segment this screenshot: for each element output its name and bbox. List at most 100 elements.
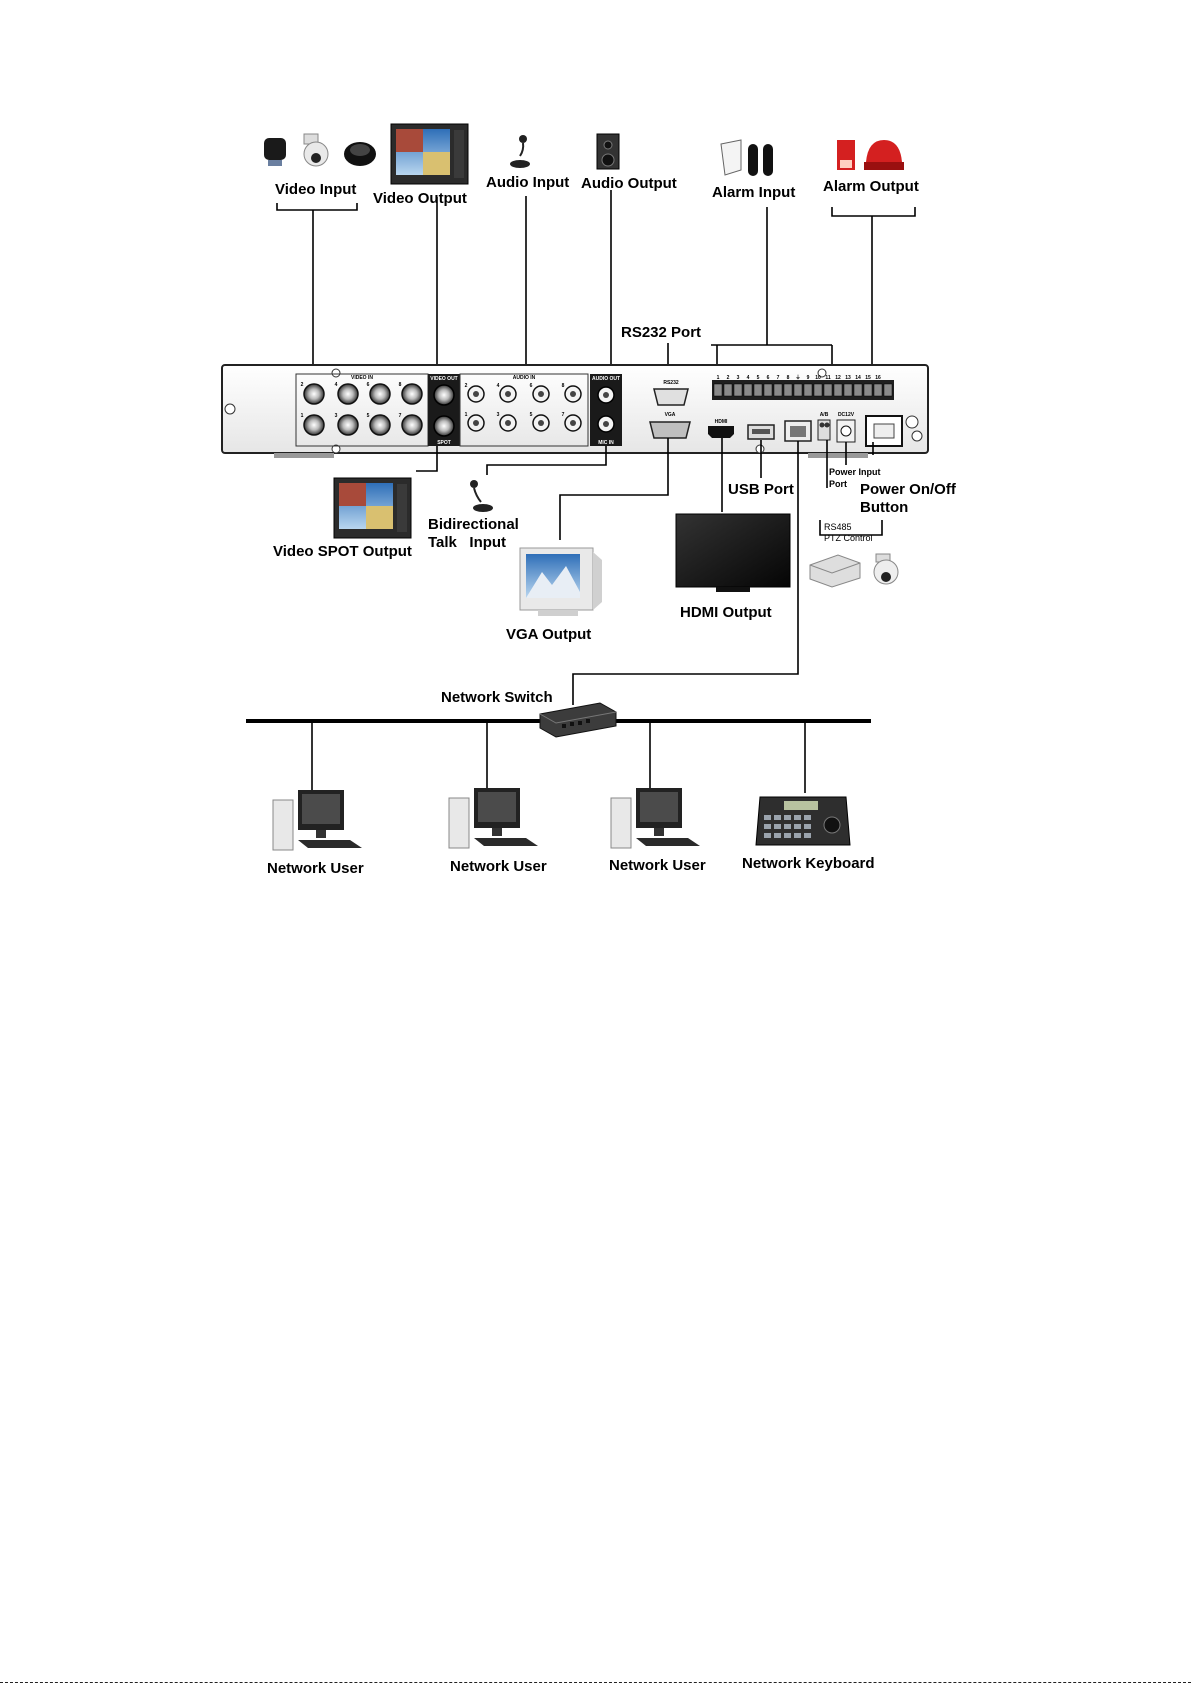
- box-camera-icon: [264, 138, 286, 166]
- panel-video-in: VIDEO IN: [351, 375, 373, 381]
- video-out-bnc-ports: [433, 384, 455, 437]
- ptz-keyboard-icon: [755, 796, 851, 846]
- label-video-input: Video Input: [275, 181, 357, 198]
- video-in-bnc-ports: [303, 383, 423, 436]
- dome-camera-icon: [344, 142, 376, 166]
- panel-printed-text: VIDEO IN VIDEO OUT SPOT AUDIO IN AUDIO O…: [301, 374, 881, 446]
- alarm-terminal-number-13: 13: [845, 375, 851, 381]
- label-bidirectional: Bidirectional: [428, 516, 519, 533]
- alarm-terminal-number-7: 8: [787, 375, 790, 381]
- alarm-terminal-number-8: ⏚: [795, 374, 800, 381]
- label-rs232-port: RS232 Port: [621, 324, 702, 341]
- audio-in-top-number-2: 6: [530, 383, 533, 389]
- spot-monitor-icon: [333, 477, 412, 539]
- crt-monitor-icon: [390, 123, 469, 185]
- pir-sensor-icon: [720, 139, 773, 176]
- panel-dc12v: DC12V: [838, 412, 855, 418]
- panel-audio-out: AUDIO OUT: [592, 376, 620, 382]
- panel-audio-in: AUDIO IN: [513, 375, 536, 381]
- video-in-bottom-number-1: 3: [335, 413, 338, 419]
- label-alarm-output: Alarm Output: [823, 178, 919, 195]
- label-talk-input: Talk Input: [428, 534, 507, 551]
- label-network-switch: Network Switch: [441, 689, 553, 706]
- audio-in-top-number-0: 2: [465, 383, 468, 389]
- panel-hdmi: HDMI: [715, 419, 728, 425]
- alarm-terminal-number-5: 6: [767, 375, 770, 381]
- alarm-terminal-number-0: 1: [717, 375, 720, 381]
- alarm-terminal-number-9: 9: [807, 375, 810, 381]
- audio-in-bottom-number-0: 1: [465, 412, 468, 418]
- vga-monitor-icon: [519, 547, 602, 616]
- video-in-bottom-number-2: 5: [367, 413, 370, 419]
- audio-in-top-number-1: 4: [497, 383, 500, 389]
- panel-vga: VGA: [665, 412, 676, 418]
- audio-in-bottom-number-1: 3: [497, 412, 500, 418]
- video-in-bottom-number-0: 1: [301, 413, 304, 419]
- label-network-user-3: Network User: [609, 857, 706, 874]
- panel-rs232: RS232: [663, 380, 679, 386]
- video-in-top-number-0: 2: [301, 382, 304, 388]
- network-user-2-computer-icon: [448, 788, 538, 849]
- audio-in-bottom-number-2: 5: [530, 412, 533, 418]
- label-vga-output: VGA Output: [506, 626, 592, 643]
- label-video-output: Video Output: [373, 190, 467, 207]
- page-bottom-rule: [0, 1682, 1191, 1683]
- label-audio-input: Audio Input: [486, 174, 570, 191]
- camera-group-icon: [264, 133, 376, 167]
- video-in-top-number-2: 6: [367, 382, 370, 388]
- alarm-siren-icon: [837, 140, 904, 170]
- network-user-1-computer-icon: [272, 790, 362, 851]
- alarm-terminal-number-2: 3: [737, 375, 740, 381]
- alarm-terminal-number-6: 7: [777, 375, 780, 381]
- label-network-user-2: Network User: [450, 858, 547, 875]
- vga-connector: [649, 421, 691, 439]
- alarm-terminal-number-15: 15: [865, 375, 871, 381]
- label-rs485: RS485: [824, 522, 852, 532]
- label-network-user-1: Network User: [267, 860, 364, 877]
- audio-in-top-number-3: 8: [562, 383, 565, 389]
- microphone-icon: [510, 135, 530, 168]
- hdmi-connector: [708, 426, 734, 438]
- alarm-terminal-number-10: 10: [815, 375, 821, 381]
- label-video-spot-output: Video SPOT Output: [273, 543, 412, 560]
- alarm-terminal-number-3: 4: [747, 375, 750, 381]
- label-power-on-off: Power On/Off: [860, 481, 956, 498]
- label-power-button: Button: [860, 499, 909, 516]
- label-power-input-port: Port: [829, 479, 847, 489]
- label-alarm-input: Alarm Input: [712, 184, 796, 201]
- label-usb-port: USB Port: [728, 481, 794, 498]
- panel-mic-in: MIC IN: [598, 440, 614, 446]
- speaker-icon: [596, 133, 620, 170]
- top-connection-lines: [276, 190, 916, 388]
- alarm-terminal-number-4: 5: [757, 375, 760, 381]
- network-user-3-computer-icon: [610, 788, 700, 849]
- alarm-terminal-number-12: 12: [835, 375, 841, 381]
- network-switch-icon: [539, 702, 617, 738]
- dvr-rear-panel: [221, 364, 929, 458]
- ptz-decoder-icon: [809, 554, 861, 588]
- audio-in-rca-ports: [467, 385, 582, 432]
- ptz-camera-icon: [873, 553, 899, 585]
- rs232-connector: [653, 388, 689, 406]
- label-ptz-control: PTZ Control: [824, 533, 873, 543]
- alarm-terminal-number-11: 11: [825, 375, 831, 381]
- video-in-bottom-number-3: 7: [399, 413, 402, 419]
- video-in-top-number-3: 8: [399, 382, 402, 388]
- panel-video-out: VIDEO OUT: [430, 376, 458, 382]
- lower-connection-lines: [416, 438, 883, 705]
- label-audio-output: Audio Output: [581, 175, 677, 192]
- alarm-terminal-number-14: 14: [855, 375, 861, 381]
- label-network-keyboard: Network Keyboard: [742, 855, 875, 872]
- panel-ab: A/B: [820, 412, 829, 418]
- label-hdmi-output: HDMI Output: [680, 604, 772, 621]
- audio-in-bottom-number-3: 7: [562, 412, 565, 418]
- lcd-tv-icon: [675, 513, 791, 592]
- video-in-top-number-1: 4: [335, 382, 338, 388]
- alarm-terminal-number-16: 16: [875, 375, 881, 381]
- label-power-input: Power Input: [829, 467, 881, 477]
- panel-spot: SPOT: [437, 440, 451, 446]
- talk-microphone-icon: [470, 480, 493, 512]
- alarm-terminal-number-1: 2: [727, 375, 730, 381]
